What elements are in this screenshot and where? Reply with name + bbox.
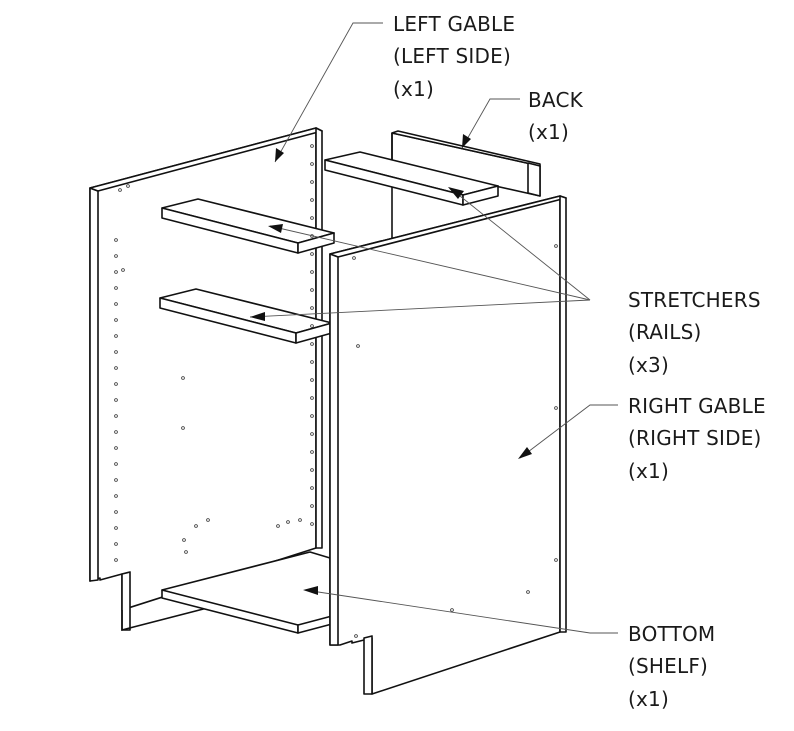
label-left-gable: LEFT GABLE (LEFT SIDE) (x1): [393, 12, 515, 101]
arrow-back: [462, 134, 471, 148]
label-stretchers-sub: (RAILS): [628, 320, 702, 344]
left-gable-panel: [89, 127, 323, 632]
drill-hole: [310, 450, 314, 454]
drill-hole: [184, 550, 188, 554]
drill-hole: [310, 180, 314, 184]
drill-hole: [554, 244, 558, 248]
drill-hole: [310, 342, 314, 346]
drill-hole: [310, 162, 314, 166]
arrow-left-gable: [275, 148, 284, 162]
label-right-gable: RIGHT GABLE (RIGHT SIDE) (x1): [628, 394, 766, 483]
drill-hole: [182, 538, 186, 542]
drill-hole: [310, 522, 314, 526]
label-left-gable-title: LEFT GABLE: [393, 12, 515, 36]
drill-hole: [114, 414, 118, 418]
arrow-right-gable: [518, 447, 532, 459]
drill-hole: [114, 238, 118, 242]
drill-hole: [118, 188, 122, 192]
drill-hole: [526, 590, 530, 594]
drill-hole: [310, 378, 314, 382]
label-left-gable-qty: (x1): [393, 77, 434, 101]
drill-hole: [450, 608, 454, 612]
label-left-gable-sub: (LEFT SIDE): [393, 44, 511, 68]
drill-hole: [354, 634, 358, 638]
arrow-stretcher-upper: [268, 224, 283, 233]
drill-hole: [114, 334, 118, 338]
drill-hole: [310, 252, 314, 256]
drill-hole: [121, 268, 125, 272]
drill-hole: [114, 430, 118, 434]
drill-hole: [114, 398, 118, 402]
label-stretchers-title: STRETCHERS: [628, 288, 761, 312]
drill-hole: [286, 520, 290, 524]
drill-hole: [310, 198, 314, 202]
drill-hole: [114, 526, 118, 530]
drill-hole: [126, 184, 130, 188]
label-back: BACK (x1): [528, 88, 584, 144]
drill-hole: [114, 318, 118, 322]
drill-hole: [114, 382, 118, 386]
drill-hole: [114, 510, 118, 514]
drill-hole: [114, 350, 118, 354]
drill-hole: [310, 468, 314, 472]
drill-hole: [114, 462, 118, 466]
label-bottom: BOTTOM (SHELF) (x1): [628, 622, 715, 711]
stretcher-rear: [324, 151, 499, 206]
drill-hole: [114, 286, 118, 290]
drill-hole: [114, 302, 118, 306]
label-right-gable-qty: (x1): [628, 459, 669, 483]
arrow-stretcher-middle: [250, 312, 265, 321]
right-gable-panel: [329, 195, 567, 695]
drill-hole: [310, 486, 314, 490]
drill-hole: [554, 406, 558, 410]
drill-hole: [310, 396, 314, 400]
arrow-stretcher-rear: [448, 187, 464, 199]
stretcher-upper: [161, 198, 335, 254]
drill-hole: [114, 446, 118, 450]
back-panel: [391, 130, 541, 250]
drill-hole: [114, 270, 118, 274]
drill-hole: [114, 542, 118, 546]
drill-hole: [310, 270, 314, 274]
label-bottom-sub: (SHELF): [628, 654, 708, 678]
drill-hole: [310, 360, 314, 364]
label-stretchers: STRETCHERS (RAILS) (x3): [628, 288, 761, 377]
drill-hole: [310, 144, 314, 148]
drill-hole: [310, 414, 314, 418]
drill-hole: [356, 344, 360, 348]
label-right-gable-sub: (RIGHT SIDE): [628, 426, 762, 450]
drill-hole: [298, 518, 302, 522]
label-stretchers-qty: (x3): [628, 353, 669, 377]
drill-hole: [114, 494, 118, 498]
drill-hole: [194, 524, 198, 528]
drill-hole: [310, 504, 314, 508]
label-bottom-title: BOTTOM: [628, 622, 715, 646]
drill-hole: [310, 288, 314, 292]
drill-hole: [352, 256, 356, 260]
drill-hole: [310, 432, 314, 436]
right-gable-holes: [352, 244, 558, 638]
drill-hole: [310, 324, 314, 328]
drill-hole: [181, 376, 185, 380]
drill-hole: [554, 558, 558, 562]
drill-hole: [310, 216, 314, 220]
drill-hole: [276, 524, 280, 528]
leader-lines: [249, 22, 618, 634]
drill-hole: [310, 306, 314, 310]
drill-hole: [114, 558, 118, 562]
drill-hole: [114, 254, 118, 258]
label-right-gable-title: RIGHT GABLE: [628, 394, 766, 418]
drill-hole: [114, 478, 118, 482]
drill-hole: [206, 518, 210, 522]
drill-hole: [181, 426, 185, 430]
arrow-bottom: [303, 586, 318, 595]
left-gable-holes: [114, 144, 314, 562]
label-back-title: BACK: [528, 88, 584, 112]
label-back-qty: (x1): [528, 120, 569, 144]
label-bottom-qty: (x1): [628, 687, 669, 711]
drill-hole: [114, 366, 118, 370]
arrowheads: [250, 134, 532, 595]
